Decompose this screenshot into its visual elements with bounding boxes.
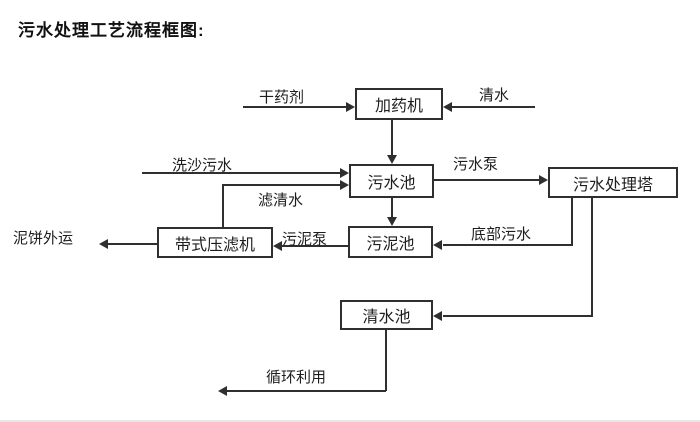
node-clean-water-pool-label: 清水池 (362, 309, 411, 326)
edge-mud-cake-line (108, 243, 157, 245)
label-sludge-pump: 污泥泵 (282, 231, 328, 248)
node-clean-water-pool: 清水池 (340, 300, 433, 330)
page-title: 污水处理工艺流程框图: (18, 21, 205, 40)
edge-sludge-pump-line (282, 245, 348, 247)
arrow-right-icon (340, 180, 349, 190)
edge-dosing-to-pool-line (391, 120, 393, 156)
edge-sewage-pump-line (434, 179, 539, 181)
node-sludge-pool: 污泥池 (348, 226, 433, 258)
edge-tower-down-a-line (571, 198, 573, 246)
edge-sand-washing-line (142, 172, 340, 174)
arrow-right-icon (346, 102, 355, 112)
arrow-down-icon (387, 155, 397, 164)
edge-filtered-water-line (222, 184, 340, 186)
node-sludge-pool-label: 污泥池 (366, 236, 415, 253)
edge-pool-to-sludge-line (391, 198, 393, 218)
label-mud-cake-out: 泥饼外运 (13, 230, 74, 247)
node-dosing-machine: 加药机 (355, 88, 443, 120)
arrow-left-icon (433, 311, 442, 321)
edge-press-up-line (222, 184, 224, 227)
arrow-left-icon (218, 386, 227, 396)
arrow-left-icon (443, 102, 452, 112)
label-recycle-use: 循环利用 (266, 369, 327, 386)
edge-dry-agent-line (243, 106, 346, 108)
edge-bottom-sewage-line (443, 244, 573, 246)
label-dry-agent: 干药剂 (259, 89, 305, 106)
arrow-left-icon (433, 240, 442, 250)
label-clean-water: 清水 (479, 87, 510, 104)
arrow-down-icon (387, 217, 397, 226)
edge-tower-to-clean-pool-line (443, 315, 593, 317)
edge-clean-water-line (451, 106, 535, 108)
label-sewage-pump: 污水泵 (453, 156, 499, 173)
arrow-left-icon (99, 239, 108, 249)
arrow-right-icon (539, 175, 548, 185)
edge-recycle-line (227, 390, 386, 392)
node-belt-filter-press: 带式压滤机 (157, 227, 273, 258)
arrow-right-icon (340, 168, 349, 178)
arrow-left-icon (273, 241, 282, 251)
node-dosing-machine-label: 加药机 (374, 98, 423, 115)
label-sand-washing-sewage: 洗沙污水 (172, 157, 233, 174)
edge-clean-pool-down-line (385, 330, 387, 391)
node-treatment-tower-label: 污水处理塔 (572, 176, 653, 194)
label-bottom-sewage: 底部污水 (471, 226, 532, 243)
node-treatment-tower: 污水处理塔 (548, 167, 678, 198)
node-sewage-pool: 污水池 (349, 164, 434, 198)
edge-tower-down-b-line (591, 198, 593, 317)
node-belt-filter-press-label: 带式压滤机 (174, 236, 255, 254)
node-sewage-pool-label: 污水池 (367, 175, 416, 192)
label-filtered-water: 滤清水 (258, 192, 304, 209)
